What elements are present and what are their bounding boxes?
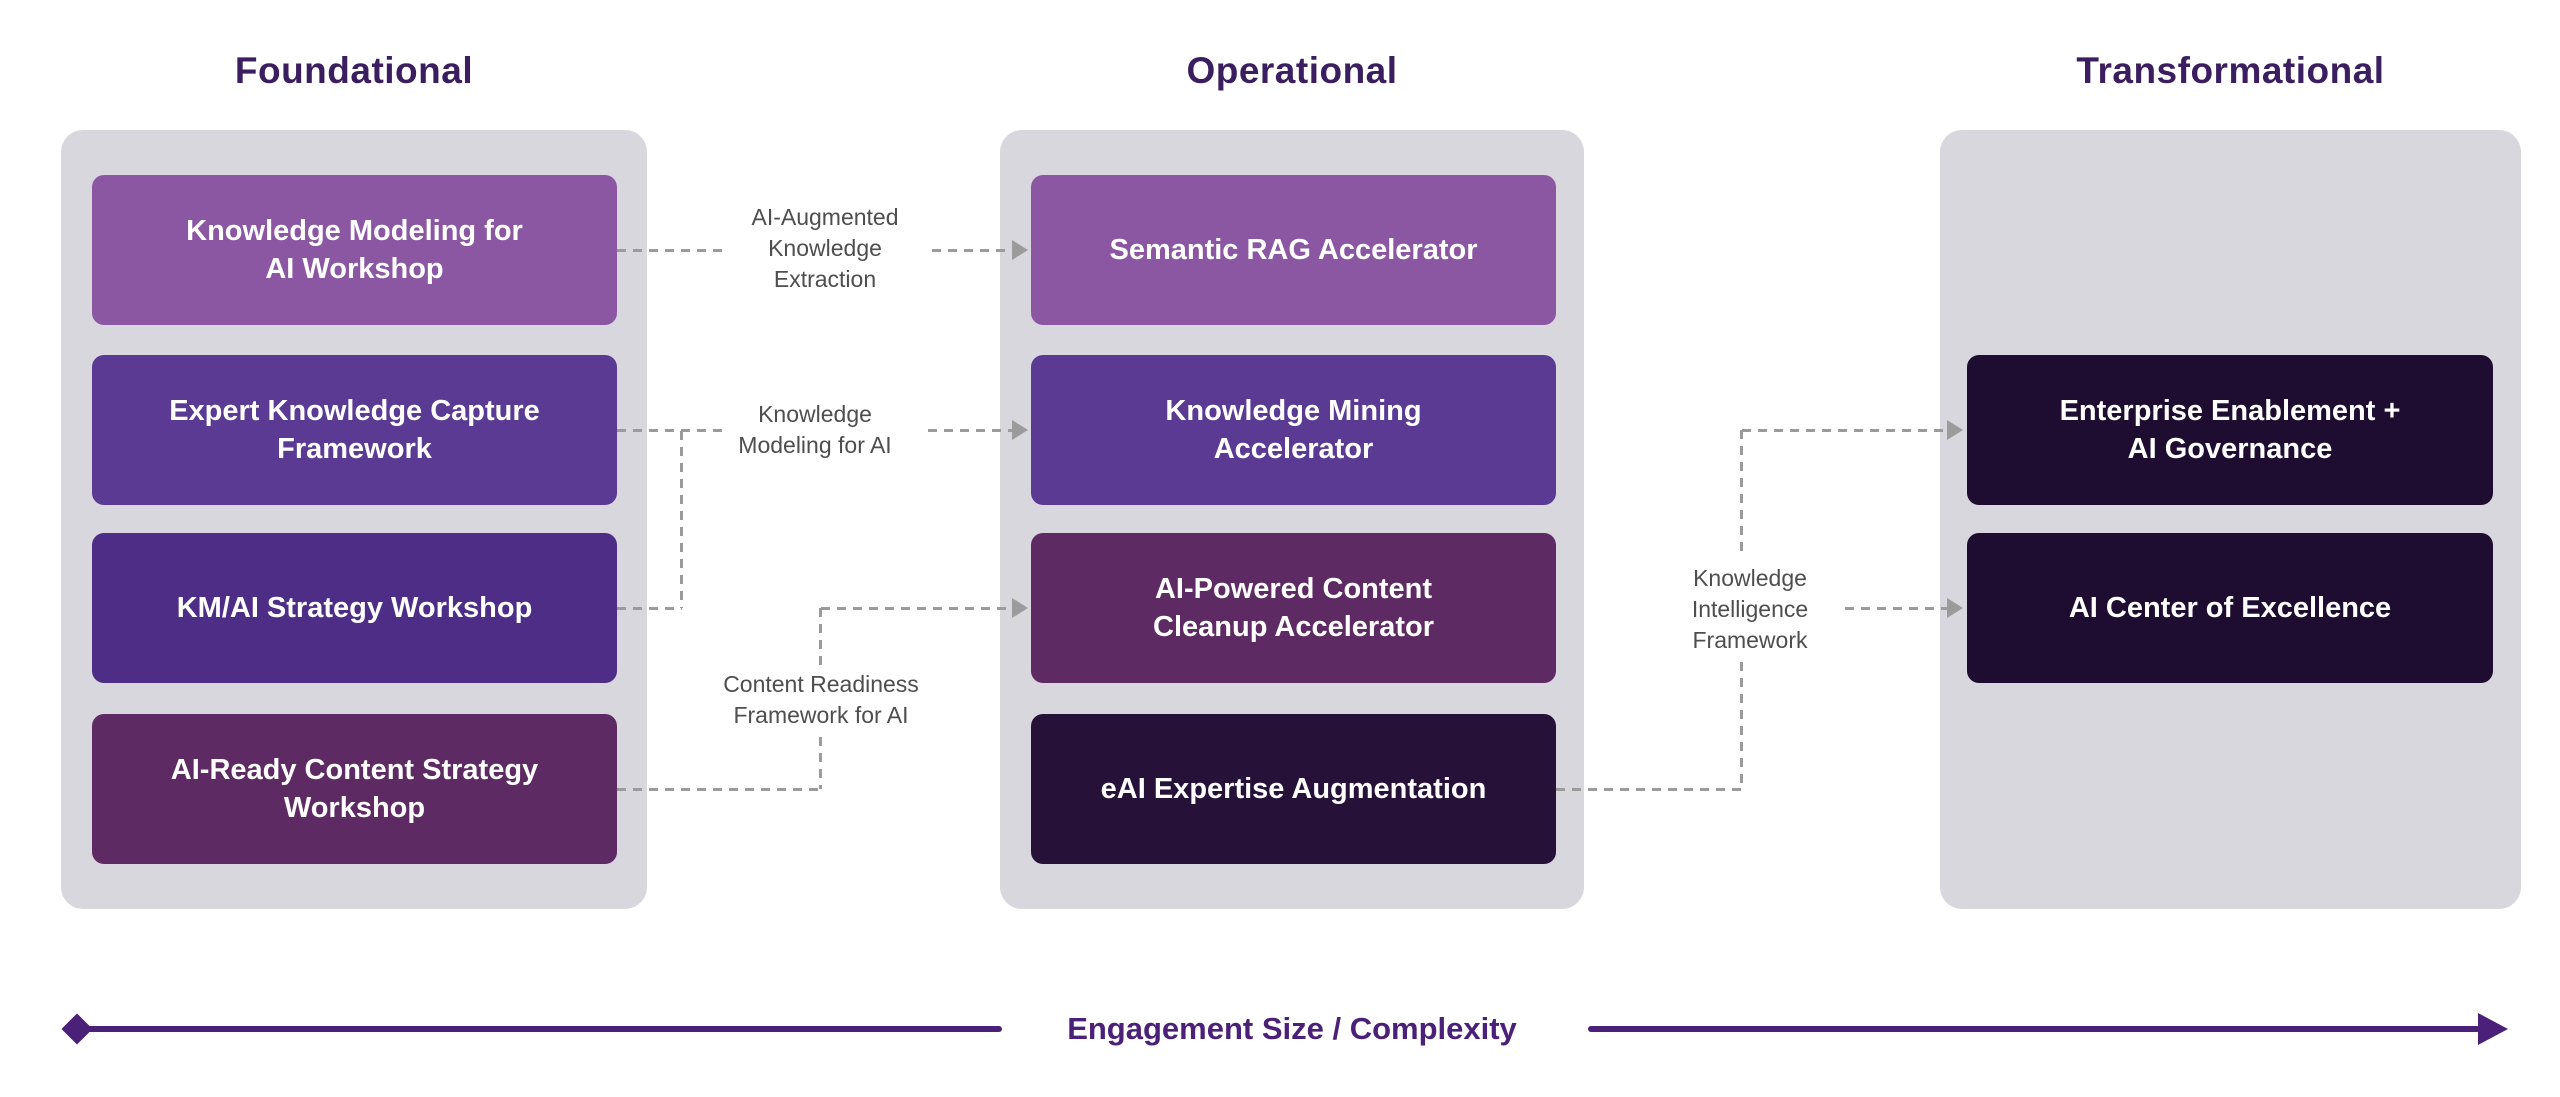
axis-line (82, 1026, 1002, 1032)
arrowhead-icon (1947, 420, 1963, 440)
box-knowledge-mining-accelerator: Knowledge Mining Accelerator (1031, 355, 1556, 505)
box-ai-center-of-excellence: AI Center of Excellence (1967, 533, 2493, 683)
connector-line-segment (1742, 429, 1947, 432)
connector-label-ai-augmented-knowledge-extraction: AI-Augmented Knowledge Extraction (751, 204, 899, 293)
box-expert-knowledge-capture-framework: Expert Knowledge Capture Framework (92, 355, 617, 505)
connector-line-segment (617, 249, 723, 252)
box-knowledge-modeling-for-ai-workshop: Knowledge Modeling for AI Workshop (92, 175, 617, 325)
panel-transformational: Enterprise Enablement + AI Governance AI… (1940, 130, 2521, 909)
arrowhead-icon (1947, 598, 1963, 618)
connector-line-segment (680, 431, 683, 608)
arrowhead-icon (1012, 420, 1028, 440)
arrowhead-icon (1012, 598, 1028, 618)
column-header-operational: Operational (1186, 50, 1398, 91)
connector-line-segment (819, 608, 822, 665)
axis-label: Engagement Size / Complexity (1067, 1011, 1517, 1046)
axis-line (1588, 1026, 2480, 1032)
panel-foundational: Knowledge Modeling for AI Workshop Exper… (61, 130, 647, 909)
connector-label-knowledge-intelligence-framework: Knowledge Intelligence Framework (1691, 565, 1809, 654)
connector-line-segment (932, 249, 1012, 252)
connector-line-segment (928, 429, 1012, 432)
connector-line-segment (1740, 662, 1743, 789)
box-eai-expertise-augmentation: eAI Expertise Augmentation (1031, 714, 1556, 864)
box-enterprise-enablement-ai-governance: Enterprise Enablement + AI Governance (1967, 355, 2493, 505)
column-header-foundational: Foundational (234, 50, 474, 91)
connector-line-segment (617, 429, 723, 432)
connector-label-knowledge-modeling-for-ai: Knowledge Modeling for AI (738, 401, 892, 459)
arrowhead-icon (1012, 240, 1028, 260)
connector-line-segment (617, 607, 682, 610)
box-ai-powered-content-cleanup-accelerator: AI-Powered Content Cleanup Accelerator (1031, 533, 1556, 683)
connector-label-content-readiness-framework-for-ai: Content Readiness Framework for AI (723, 671, 919, 729)
connector-line-segment (617, 788, 821, 791)
box-semantic-rag-accelerator: Semantic RAG Accelerator (1031, 175, 1556, 325)
box-km-ai-strategy-workshop: KM/AI Strategy Workshop (92, 533, 617, 683)
box-ai-ready-content-strategy-workshop: AI-Ready Content Strategy Workshop (92, 714, 617, 864)
connector-line-segment (1556, 788, 1742, 791)
connector-line-segment (1740, 430, 1743, 556)
connector-line-segment (821, 607, 1012, 610)
connector-line-segment (819, 737, 822, 789)
connector-line-segment (1845, 607, 1947, 610)
column-header-transformational: Transformational (2076, 50, 2385, 91)
arrowhead-icon (2478, 1013, 2508, 1045)
panel-operational: Semantic RAG Accelerator Knowledge Minin… (1000, 130, 1584, 909)
